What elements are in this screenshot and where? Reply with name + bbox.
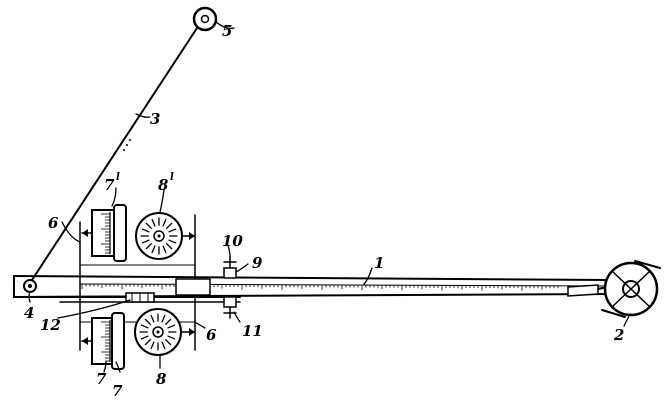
pulley-5	[192, 6, 218, 32]
label-11: 11	[242, 322, 263, 340]
label-4: 4	[24, 304, 34, 322]
label-6-upper: 6	[48, 214, 59, 232]
label-7-lower-left: 7	[96, 370, 107, 388]
measuring-wheel-2	[601, 260, 661, 318]
label-7-lower: 7	[112, 382, 123, 400]
label-12: 12	[40, 316, 61, 334]
dial-wheel-8-prime	[135, 212, 196, 260]
carriage-block	[175, 278, 211, 296]
leader-lines	[28, 21, 631, 373]
cable-3	[29, 27, 198, 284]
label-8: 8	[156, 370, 167, 388]
scale-drum-7-prime	[81, 204, 127, 262]
label-1: 1	[374, 254, 384, 272]
dial-wheel-8	[134, 308, 196, 356]
label-5: 5	[222, 22, 232, 40]
label-10: 10	[222, 232, 243, 250]
label-8-prime-mark: l	[170, 172, 174, 183]
label-7-prime: 7	[104, 176, 115, 194]
pivot-4	[23, 279, 37, 293]
label-3: 3	[150, 110, 160, 128]
cable-dotted-mark	[123, 139, 131, 151]
indicator-9-10	[223, 255, 237, 279]
slider-12	[125, 292, 155, 303]
rod-scale-ticks	[81, 284, 559, 291]
label-2: 2	[613, 326, 624, 344]
label-8-prime: 8	[158, 176, 169, 194]
label-7-prime-mark: l	[116, 172, 120, 183]
scale-drum-7	[81, 312, 125, 370]
label-6-lower: 6	[206, 326, 217, 344]
label-9: 9	[252, 254, 263, 272]
